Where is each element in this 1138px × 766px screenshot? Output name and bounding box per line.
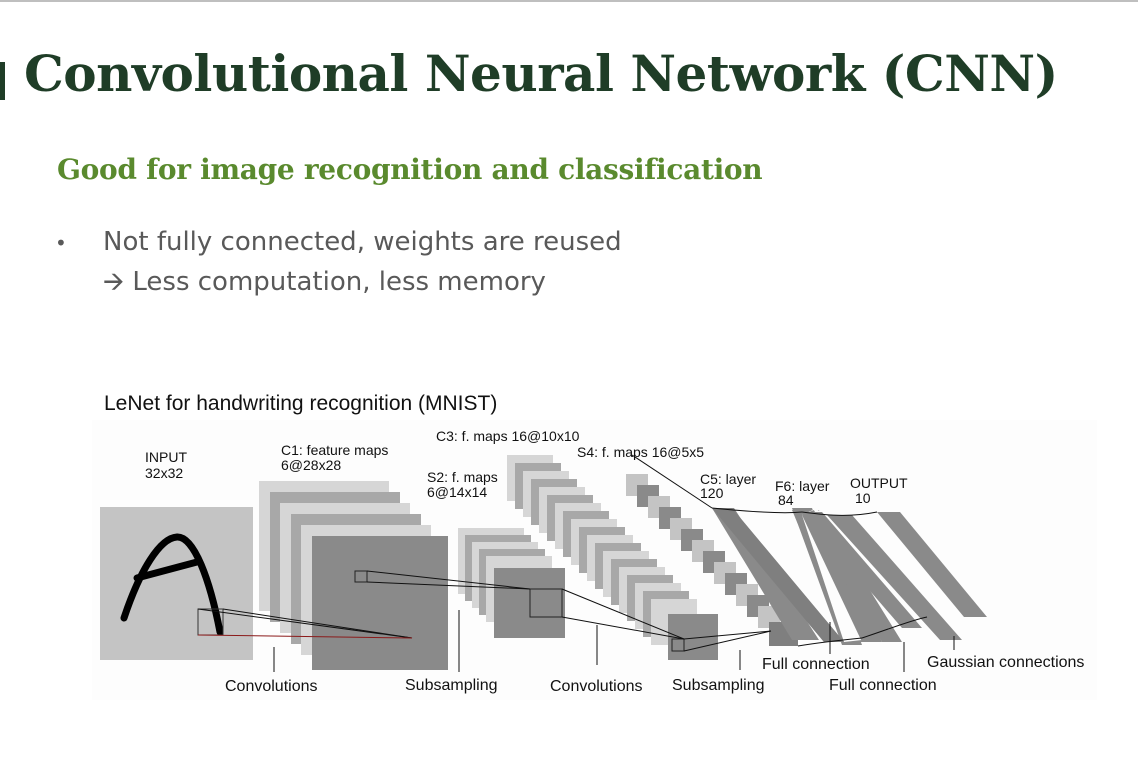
- op-convolutions-2: Convolutions: [550, 678, 643, 695]
- label-s2-size: 6@14x14: [427, 484, 487, 500]
- op-full-connection-1: Full connection: [762, 656, 870, 673]
- layer-connection-curves: [631, 454, 928, 647]
- receptive-field-lines: [197, 570, 772, 652]
- slide-subtitle: Good for image recognition and classific…: [57, 153, 763, 186]
- bullet-text-line-2: 🡪 Less computation, less memory: [103, 267, 546, 297]
- handwritten-a-glyph: [120, 533, 224, 636]
- c1-feature-maps: [259, 481, 448, 670]
- c3-feature-maps: [507, 455, 718, 660]
- top-rule: [0, 0, 1138, 2]
- label-c3-title: C3: f. maps 16@10x10: [436, 428, 580, 444]
- bullet-text-line-1: Not fully connected, weights are reused: [103, 227, 622, 257]
- label-s2-title: S2: f. maps: [427, 469, 498, 485]
- op-gaussian-connections: Gaussian connections: [927, 654, 1084, 671]
- op-subsampling-1: Subsampling: [405, 677, 498, 694]
- input-image: [100, 507, 253, 660]
- title-accent-bar: [0, 62, 5, 100]
- label-f6-title: F6: layer: [775, 478, 830, 494]
- slide-title: Convolutional Neural Network (CNN): [24, 44, 1058, 103]
- label-output-title: OUTPUT: [850, 475, 908, 491]
- op-full-connection-2: Full connection: [829, 677, 937, 694]
- label-s4-title: S4: f. maps 16@5x5: [577, 444, 704, 460]
- op-convolutions-1: Convolutions: [225, 678, 318, 695]
- label-c5-title: C5: layer: [700, 471, 756, 487]
- bullet-marker: •: [55, 231, 67, 255]
- label-input-title: INPUT: [145, 449, 187, 465]
- label-c1-size: 6@28x28: [281, 457, 341, 473]
- figure-caption: LeNet for handwriting recognition (MNIST…: [104, 392, 498, 415]
- output-layer: [712, 508, 844, 642]
- s4-feature-maps: [626, 474, 798, 646]
- label-c5-size: 120: [700, 485, 724, 501]
- s2-feature-maps: [458, 528, 565, 638]
- op-subsampling-2: Subsampling: [672, 677, 765, 694]
- label-f6-size: 84: [778, 492, 794, 508]
- lenet-diagram: INPUT 32x32 C1: feature maps 6@28x28 S2:…: [92, 420, 1097, 700]
- label-output-size: 10: [855, 490, 871, 506]
- operation-ticks: [273, 610, 955, 672]
- label-input-size: 32x32: [145, 465, 183, 481]
- label-c1-title: C1: feature maps: [281, 442, 388, 458]
